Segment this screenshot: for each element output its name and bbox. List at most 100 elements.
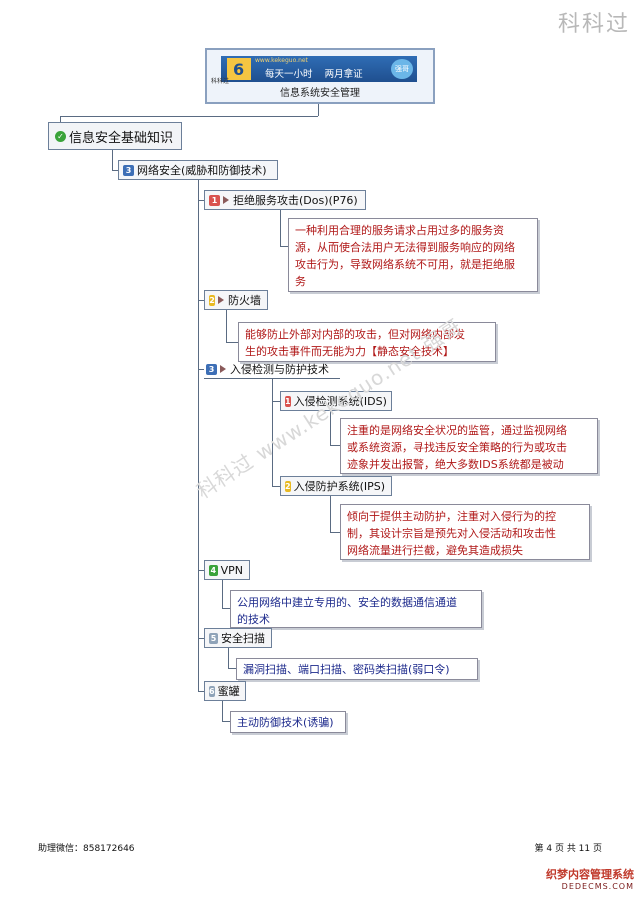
connector	[198, 638, 204, 639]
connector	[272, 486, 280, 487]
note-ips: 倾向于提供主动防护，注重对入侵行为的控 制，其设计宗旨是预先对入侵活动和攻击性 …	[340, 504, 590, 560]
corner-watermark-title: 织梦内容管理系统	[546, 868, 634, 881]
connector	[198, 691, 204, 692]
corner-watermark-sub: DEDECMS.COM	[561, 882, 634, 891]
note-line: 漏洞扫描、端口扫描、密码类扫描(弱口令)	[243, 663, 450, 676]
note-line: 主动防御技术(诱骗)	[237, 716, 334, 729]
root-node-label: 信息安全基础知识	[69, 130, 174, 146]
cert-badge-icon: 强哥	[391, 59, 413, 79]
node-honeypot[interactable]: 6 蜜罐	[204, 681, 246, 701]
node-ids-ips[interactable]: 3 入侵检测与防护技术	[204, 360, 340, 378]
note-line: 注重的是网络安全状况的监管，通过监视网络	[347, 424, 567, 437]
node-ids-label: 入侵检测系统(IDS)	[293, 395, 387, 408]
node-vpn-label: VPN	[220, 563, 243, 577]
node-ids[interactable]: 1 入侵检测系统(IDS)	[280, 391, 392, 411]
connector	[112, 150, 113, 170]
node-firewall[interactable]: 2 防火墙	[204, 290, 268, 310]
number-badge-icon: 2	[285, 480, 291, 492]
number-badge-icon: 1	[209, 194, 220, 206]
number-badge-icon: 3	[123, 164, 134, 176]
connector	[228, 648, 229, 668]
number-badge-icon: 6	[209, 685, 215, 697]
root-node[interactable]: ✓ 信息安全基础知识	[48, 122, 182, 150]
note-scan: 漏洞扫描、端口扫描、密码类扫描(弱口令)	[236, 658, 478, 680]
connector	[60, 116, 61, 122]
note-ids: 注重的是网络安全状况的监管，通过监视网络 或系统资源，寻找违反安全策略的行为或攻…	[340, 418, 598, 474]
trunk-line	[198, 180, 199, 692]
note-line: 生的攻击事件而无能为力【静态安全技术】	[245, 345, 454, 358]
node-ids-ips-label: 入侵检测与防护技术	[230, 363, 329, 376]
note-line: 或系统资源，寻找违反安全策略的行为或攻击	[347, 441, 567, 454]
note-line: 制，其设计宗旨是预先对入侵活动和攻击性	[347, 527, 556, 540]
connector	[330, 532, 340, 533]
note-honeypot: 主动防御技术(诱骗)	[230, 711, 346, 733]
note-line: 倾向于提供主动防护，注重对入侵行为的控	[347, 510, 556, 523]
note-line: 攻击行为，导致网络系统不可用，就是拒绝服	[295, 258, 515, 271]
node-dos-label: 拒绝服务攻击(Dos)(P76)	[233, 194, 358, 207]
header-subtitle: 信息系统安全管理	[280, 88, 360, 99]
node-ips[interactable]: 2 入侵防护系统(IPS)	[280, 476, 392, 496]
connector	[222, 701, 223, 721]
connector	[222, 608, 230, 609]
node-firewall-label: 防火墙	[228, 294, 261, 307]
connector	[280, 246, 288, 247]
note-firewall: 能够防止外部对内部的攻击，但对网络内部发 生的攻击事件而无能为力【静态安全技术】	[238, 322, 496, 362]
connector	[198, 200, 204, 201]
note-line: 的技术	[237, 613, 270, 626]
note-dos: 一种利用合理的服务请求占用过多的服务资 源，从而使合法用户无法得到服务响应的网络…	[288, 218, 538, 292]
connector	[226, 342, 238, 343]
section-node-label: 网络安全(威胁和防御技术)	[137, 164, 267, 177]
logo-brand: 科科过	[211, 78, 230, 85]
flag-icon	[218, 296, 224, 304]
node-ips-label: 入侵防护系统(IPS)	[293, 480, 386, 493]
node-honeypot-label: 蜜罐	[217, 685, 240, 698]
connector	[318, 104, 319, 116]
flag-icon	[220, 365, 226, 373]
note-line: 迹象并发出报警，绝大多数IDS系统都是被动	[347, 458, 564, 471]
flag-icon	[223, 196, 229, 204]
connector	[330, 411, 331, 445]
connector	[222, 580, 223, 608]
svg-text:6: 6	[233, 60, 244, 79]
check-icon: ✓	[55, 130, 66, 142]
connector	[330, 445, 340, 446]
connector	[198, 369, 204, 370]
number-badge-icon: 1	[285, 395, 291, 407]
note-line: 能够防止外部对内部的攻击，但对网络内部发	[245, 328, 465, 341]
connector	[198, 300, 204, 301]
note-line: 网络流量进行拦截，避免其造成损失	[347, 544, 523, 557]
number-badge-icon: 2	[209, 294, 215, 306]
note-vpn: 公用网络中建立专用的、安全的数据通信通道 的技术	[230, 590, 482, 628]
footer-page-number: 第 4 页 共 11 页	[534, 844, 602, 854]
header-banner: 6 www.kekeguo.net 每天一小时 两月拿证 强哥 科科过 信息系统…	[205, 48, 435, 104]
corner-watermark: 织梦内容管理系统 DEDECMS.COM	[504, 866, 634, 902]
logo-slogan: 每天一小时 两月拿证	[265, 69, 363, 80]
footer-wechat: 助理微信：858172646	[38, 844, 135, 854]
connector	[198, 570, 204, 571]
connector	[272, 378, 273, 486]
note-line: 公用网络中建立专用的、安全的数据通信通道	[237, 596, 457, 609]
header-logo-bar: 6 www.kekeguo.net 每天一小时 两月拿证 强哥	[221, 56, 417, 82]
connector	[280, 210, 281, 246]
section-node[interactable]: 3 网络安全(威胁和防御技术)	[118, 160, 278, 180]
top-watermark: 科科过	[557, 12, 630, 37]
note-line: 一种利用合理的服务请求占用过多的服务资	[295, 224, 504, 237]
number-badge-icon: 5	[209, 632, 218, 644]
connector	[222, 721, 230, 722]
node-vpn[interactable]: 4 VPN	[204, 560, 250, 580]
node-scan-label: 安全扫描	[221, 632, 265, 645]
logo-6-icon: 6	[227, 58, 251, 80]
connector	[330, 496, 331, 532]
node-dos[interactable]: 1 拒绝服务攻击(Dos)(P76)	[204, 190, 366, 210]
connector	[226, 310, 227, 342]
number-badge-icon: 3	[206, 363, 217, 375]
connector	[272, 401, 280, 402]
note-line: 源，从而使合法用户无法得到服务响应的网络	[295, 241, 515, 254]
node-scan[interactable]: 5 安全扫描	[204, 628, 272, 648]
connector	[228, 668, 236, 669]
logo-url: www.kekeguo.net	[255, 57, 308, 64]
note-line: 务	[295, 275, 306, 288]
connector	[112, 170, 118, 171]
number-badge-icon: 4	[209, 564, 218, 576]
connector	[60, 116, 318, 117]
